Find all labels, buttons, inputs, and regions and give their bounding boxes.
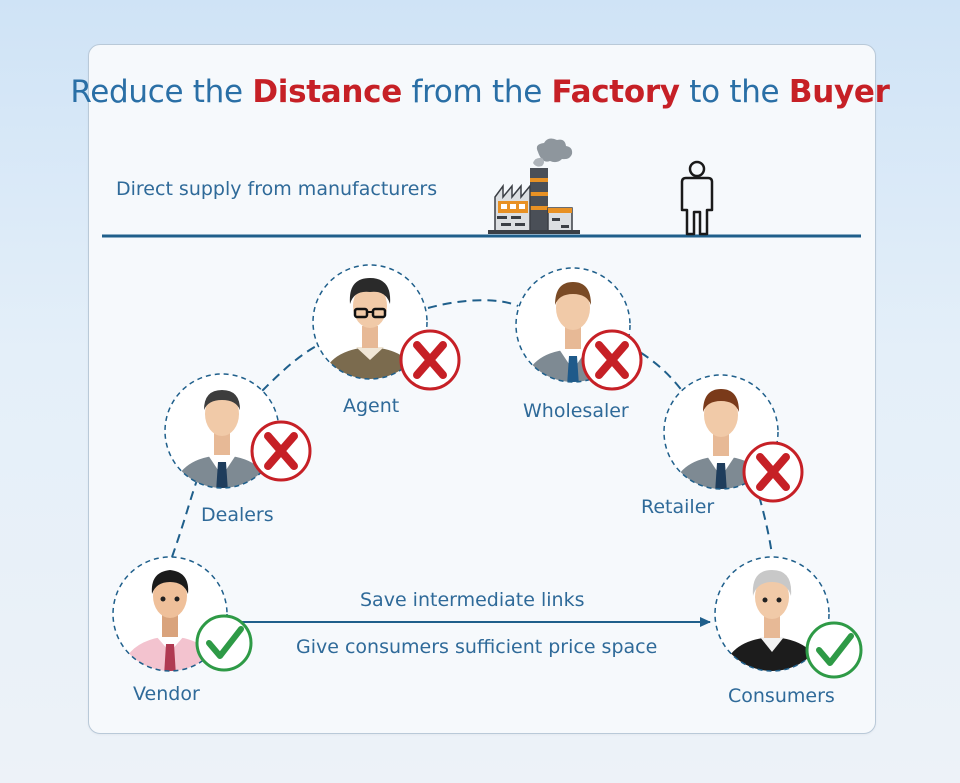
vendor-label: Vendor [133, 683, 200, 705]
consumers-check-icon [807, 623, 861, 677]
price-space-text: Give consumers sufficient price space [296, 636, 657, 658]
wholesaler-label: Wholesaler [523, 400, 629, 422]
wholesaler-cross-icon [583, 331, 641, 389]
buyer-person-icon [682, 162, 712, 234]
retailer-label: Retailer [641, 496, 714, 518]
dealers-label: Dealers [201, 504, 274, 526]
factory-icon [488, 139, 580, 234]
dealers-cross-icon [252, 422, 310, 480]
vendor-check-icon [197, 616, 251, 670]
agent-cross-icon [401, 331, 459, 389]
save-links-text: Save intermediate links [360, 589, 584, 611]
consumers-label: Consumers [728, 685, 835, 707]
agent-label: Agent [343, 395, 399, 417]
retailer-cross-icon [744, 443, 802, 501]
